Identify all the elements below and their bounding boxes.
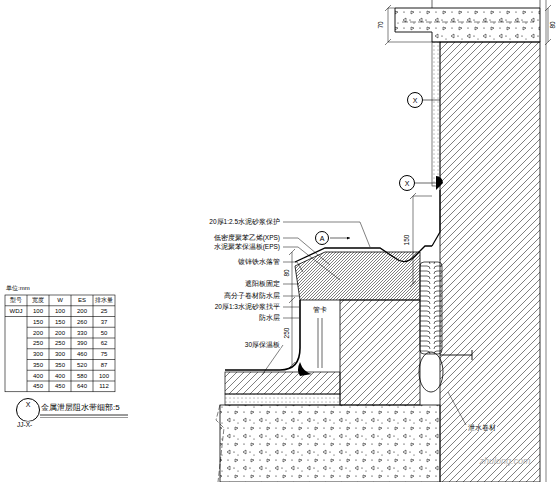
table-cell: 300 — [32, 351, 44, 358]
table-cell: 390 — [76, 340, 88, 347]
table-cell: 50 — [100, 329, 109, 336]
unit-note: 单位:mm — [5, 285, 31, 292]
table-cell: 250 — [54, 340, 66, 347]
table-cell: 450 — [54, 383, 66, 390]
table-cell: 580 — [76, 372, 88, 379]
material-label: 遮阳板固定 — [244, 280, 281, 287]
material-label: 防水层 — [258, 314, 281, 321]
table-cell: 87 — [100, 362, 109, 369]
callout-circle: X — [399, 175, 415, 191]
table-cell: 150 — [32, 319, 44, 326]
drawing-number: JJ-X- — [16, 421, 33, 428]
dimension: 250 — [283, 327, 290, 340]
table-cell: WDJ — [9, 308, 24, 315]
table-cell: 400 — [54, 372, 66, 379]
table-cell: 350 — [54, 362, 66, 369]
material-label: 高分子卷材防水层 — [223, 292, 281, 299]
table-cell: 100 — [54, 308, 66, 315]
table-cell: 250 — [32, 340, 44, 347]
callout-text: A — [320, 235, 325, 242]
drawing-title: 金属泄层阻水带细部:5 — [41, 404, 120, 413]
table-cell: 100 — [98, 372, 110, 379]
material-label: 泄水卷材 — [467, 424, 497, 431]
callout-text: X — [413, 97, 418, 104]
callout-text: X — [405, 180, 410, 187]
watermark: zhulong.com — [478, 457, 531, 467]
table-cell: 排水量 — [94, 297, 114, 304]
table-cell: 型号 — [9, 297, 23, 304]
material-label: 镀锌铁水落管 — [237, 258, 281, 265]
table-cell: 25 — [100, 308, 109, 315]
table-cell: 宽度 — [31, 297, 45, 304]
table-cell: 200 — [32, 329, 44, 336]
table-cell: 350 — [32, 362, 44, 369]
callout-circle: A — [315, 231, 329, 245]
table-cell: 200 — [54, 329, 66, 336]
callout-circle: X — [407, 92, 423, 108]
table-cell: 200 — [76, 308, 88, 315]
table-cell: 460 — [76, 351, 88, 358]
table-cell: 300 — [54, 351, 66, 358]
table-cell: 100 — [32, 308, 44, 315]
table-cell: 640 — [76, 383, 88, 390]
table-cell: 112 — [98, 383, 110, 390]
material-label: 管卡 — [312, 306, 328, 313]
table-cell: 450 — [32, 383, 44, 390]
dimension: 70 — [377, 20, 384, 29]
table-cell: W — [56, 297, 64, 304]
table-cell: 37 — [100, 319, 109, 326]
material-label: 20厚1:2.5水泥砂浆保护 — [208, 218, 281, 225]
table-cell: 62 — [100, 340, 109, 347]
table-cell: 150 — [54, 319, 66, 326]
material-label: 30厚保温板 — [244, 341, 281, 348]
table-cell: 400 — [32, 372, 44, 379]
dimension: 80 — [283, 268, 290, 277]
callout-text: X — [26, 401, 31, 408]
dimension: 80 — [549, 20, 556, 29]
material-label: 低密度聚苯乙烯(XPS) — [213, 234, 281, 241]
material-label: 水泥聚苯保温板(EPS) — [213, 243, 281, 250]
table-cell: ES — [77, 297, 87, 304]
table-cell: 330 — [76, 329, 88, 336]
table-cell: 260 — [76, 319, 88, 326]
callout-circle: X — [16, 398, 40, 422]
table-cell: 520 — [76, 362, 88, 369]
table-cell: 75 — [100, 351, 109, 358]
material-label: 20厚1:3水泥砂浆找平 — [214, 303, 281, 310]
dimension: 150 — [403, 234, 410, 247]
